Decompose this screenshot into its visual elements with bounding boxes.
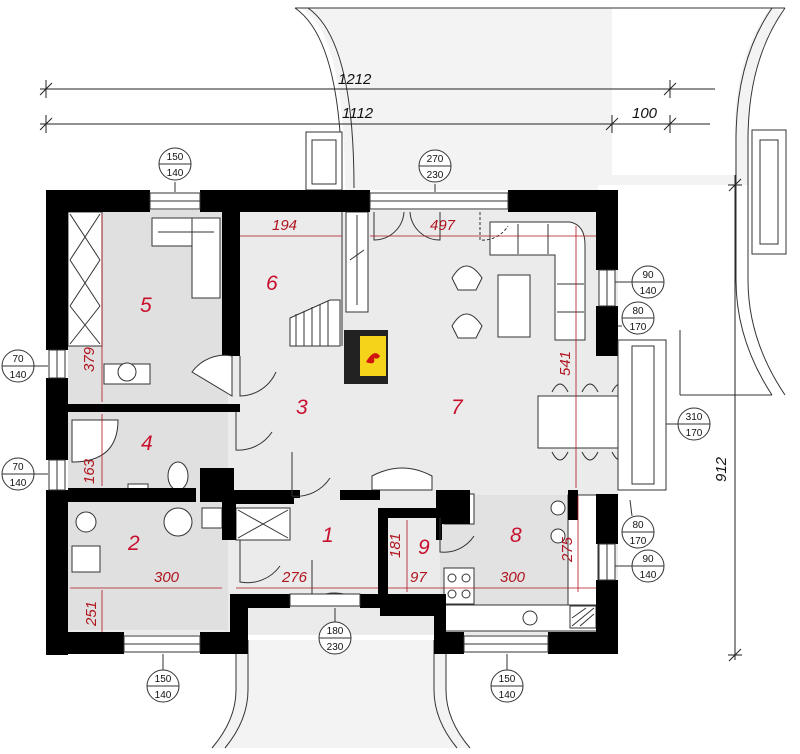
svg-text:150: 150 xyxy=(499,674,516,685)
window-labels: 150 140 270 230 90 140 80 170 xyxy=(1,147,711,703)
window-label-bay-bottom: 80 170 xyxy=(621,499,655,549)
interior-dim-lines xyxy=(70,214,596,632)
window-label-bay-front: 310 170 xyxy=(666,407,711,441)
svg-text:170: 170 xyxy=(686,428,703,439)
svg-text:230: 230 xyxy=(327,642,344,653)
room-numbers: 1 2 3 4 5 6 7 8 9 xyxy=(127,272,522,559)
dim-dining-depth: 541 xyxy=(557,351,574,376)
windows xyxy=(48,192,667,653)
room-number-1: 1 xyxy=(322,524,334,547)
terrace-offset-label: 100 xyxy=(632,105,658,122)
svg-text:70: 70 xyxy=(12,462,24,473)
room-number-4: 4 xyxy=(141,432,153,455)
overall-width-label: 1212 xyxy=(338,71,372,88)
window-label-top-left: 150 140 xyxy=(158,147,192,192)
dim-kitchen-width: 300 xyxy=(500,569,526,586)
window-label-right-upper: 90 140 xyxy=(615,265,665,299)
svg-text:80: 80 xyxy=(632,306,644,317)
room-number-2: 2 xyxy=(127,532,140,555)
svg-text:70: 70 xyxy=(12,354,24,365)
inner-width-label: 1112 xyxy=(342,105,374,122)
window-label-entrance-door: 180 230 xyxy=(318,608,352,655)
dim-room9-width: 97 xyxy=(410,569,427,586)
svg-text:140: 140 xyxy=(640,570,657,581)
window-label-bay-top: 80 170 xyxy=(618,301,655,335)
dim-room6-width: 194 xyxy=(272,217,297,234)
dim-kitchen-depth: 275 xyxy=(559,536,576,563)
room-number-9: 9 xyxy=(418,536,430,559)
svg-text:80: 80 xyxy=(632,520,644,531)
svg-text:150: 150 xyxy=(155,674,172,685)
dim-room4-depth: 163 xyxy=(81,458,98,484)
svg-text:270: 270 xyxy=(427,154,444,165)
svg-text:140: 140 xyxy=(10,370,27,381)
room-number-5: 5 xyxy=(140,294,152,317)
window-label-bottom-right: 150 140 xyxy=(490,654,524,703)
svg-text:90: 90 xyxy=(642,270,654,281)
room-number-6: 6 xyxy=(266,272,278,295)
svg-text:170: 170 xyxy=(630,536,647,547)
svg-text:170: 170 xyxy=(630,322,647,333)
furniture: ✳ xyxy=(67,211,651,632)
svg-text:310: 310 xyxy=(686,412,703,423)
dimension-lines xyxy=(39,80,742,662)
terrace-top xyxy=(294,7,787,396)
window-label-terrace-door: 270 230 xyxy=(418,149,452,192)
dim-room2-depth: 251 xyxy=(83,601,100,627)
svg-text:140: 140 xyxy=(640,286,657,297)
svg-text:180: 180 xyxy=(327,626,344,637)
window-label-bottom-left: 150 140 xyxy=(146,654,180,703)
window-label-right-lower: 90 140 xyxy=(615,549,665,583)
dim-living-width: 497 xyxy=(430,217,456,234)
svg-text:140: 140 xyxy=(167,168,184,179)
svg-text:140: 140 xyxy=(499,690,516,701)
floor-fill xyxy=(68,210,618,635)
window-label-left-lower: 70 140 xyxy=(1,457,48,491)
svg-text:230: 230 xyxy=(427,170,444,181)
room-number-8: 8 xyxy=(510,524,522,547)
window-label-left-upper: 70 140 xyxy=(1,349,48,383)
dim-room2-width: 300 xyxy=(154,569,180,586)
dim-hall-width: 276 xyxy=(281,569,308,586)
dim-room9-depth: 181 xyxy=(387,533,404,558)
depth-label: 912 xyxy=(713,456,730,482)
svg-text:140: 140 xyxy=(155,690,172,701)
svg-text:150: 150 xyxy=(167,152,184,163)
dim-room5-depth: 379 xyxy=(81,346,98,372)
svg-text:140: 140 xyxy=(10,478,27,489)
terrace-bottom xyxy=(211,640,471,749)
room-number-7: 7 xyxy=(451,396,464,419)
doors xyxy=(191,211,509,601)
room-number-3: 3 xyxy=(296,396,308,419)
walls xyxy=(46,190,618,655)
svg-text:90: 90 xyxy=(642,554,654,565)
